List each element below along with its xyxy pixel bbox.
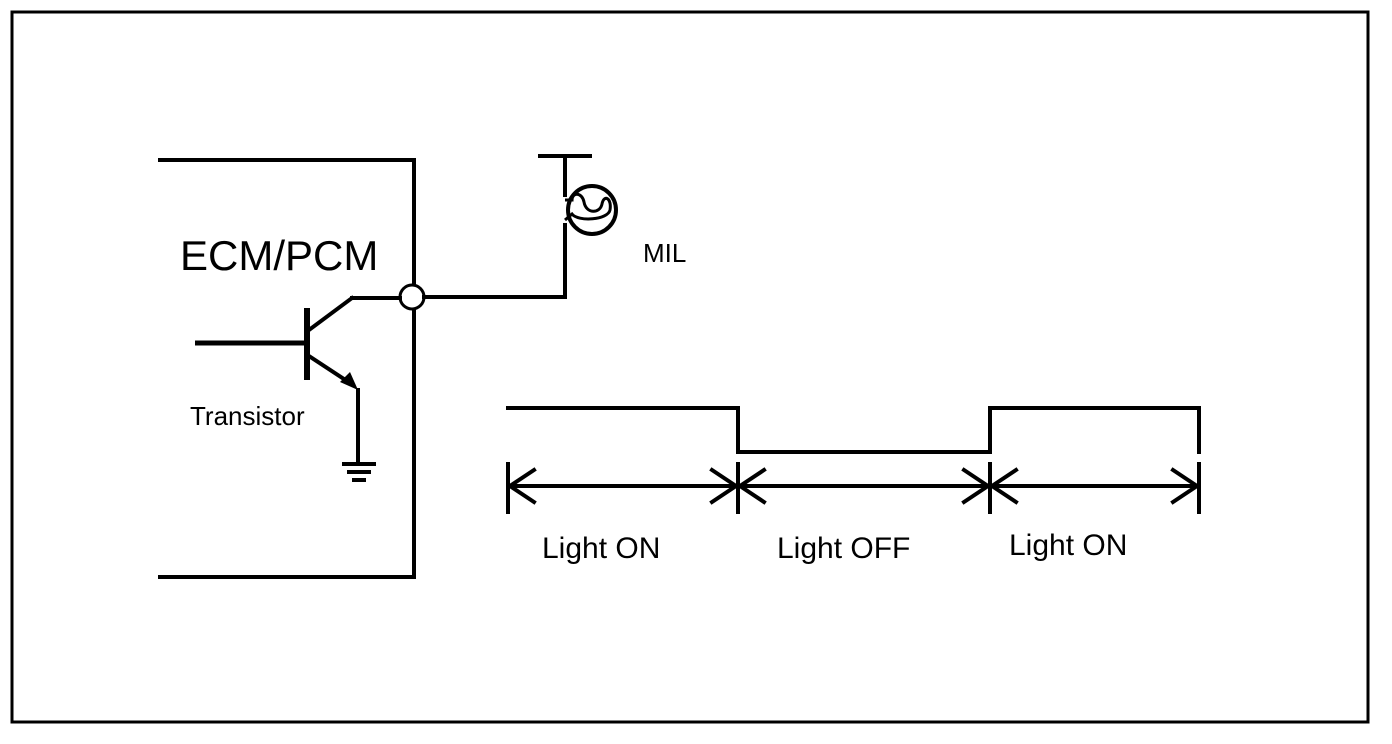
diagram-frame — [10, 10, 1370, 724]
segment-arrow-2 — [736, 467, 992, 505]
lamp-supply — [538, 154, 592, 197]
output-terminal — [398, 283, 426, 311]
lamp-wire — [422, 223, 567, 299]
ecm-module-box — [158, 158, 416, 579]
transistor-icon — [195, 295, 402, 464]
segment-arrow-1 — [506, 467, 740, 505]
module-label: ECM/PCM — [180, 232, 378, 279]
transistor-label: Transistor — [190, 401, 305, 431]
ground-icon — [342, 462, 376, 482]
segment-label-light-off: Light OFF — [777, 532, 910, 565]
segment-label-light-on-1: Light ON — [542, 532, 660, 565]
segment-label-light-on-2: Light ON — [1009, 529, 1127, 562]
mil-waveform — [506, 406, 1201, 454]
mil-bulb-icon — [564, 184, 618, 236]
segment-arrow-3 — [988, 467, 1201, 505]
lamp-label: MIL — [643, 238, 686, 268]
